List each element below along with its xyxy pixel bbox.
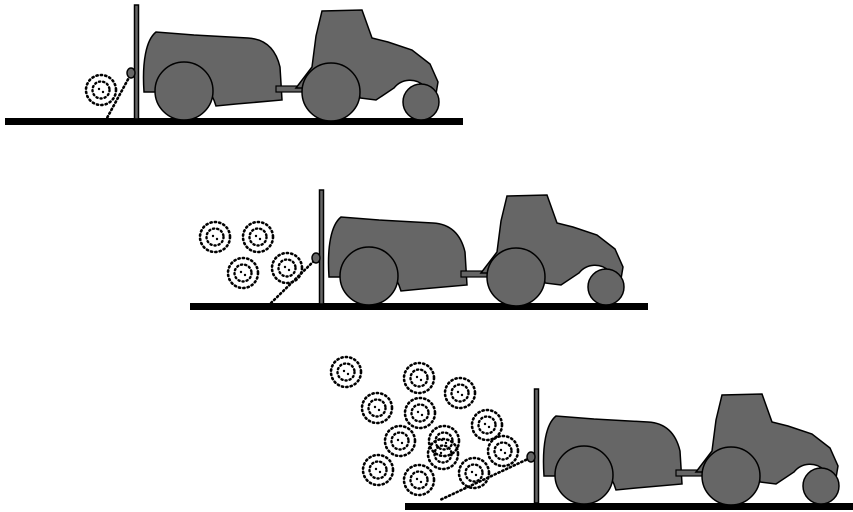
tractor-icon xyxy=(312,190,624,306)
droplet-cloud-icon xyxy=(445,378,475,408)
ground-line xyxy=(405,503,853,510)
droplet-cloud-icon xyxy=(362,393,392,423)
droplet-cloud-icon xyxy=(488,436,518,466)
droplet-cloud-icon xyxy=(272,253,302,283)
scene-1 xyxy=(5,5,463,125)
droplet-cloud-icon xyxy=(404,465,434,495)
tractor-icon xyxy=(127,5,439,121)
droplet-cloud-icon xyxy=(363,455,393,485)
droplet-cloud-icon xyxy=(404,363,434,393)
ground-line xyxy=(5,118,463,125)
droplet-cloud-icon xyxy=(228,258,258,288)
scene-2 xyxy=(190,190,648,310)
ground-line xyxy=(190,303,648,310)
droplet-cloud-icon xyxy=(86,75,116,105)
droplet-cloud-icon xyxy=(200,222,230,252)
droplet-cloud-icon xyxy=(429,426,459,456)
scene-3 xyxy=(331,357,853,510)
tractor-icon xyxy=(527,389,839,505)
droplet-cloud-icon xyxy=(331,357,361,387)
droplet-cloud-icon xyxy=(472,410,502,440)
droplet-cloud-icon xyxy=(459,458,489,488)
droplet-cloud-icon xyxy=(405,398,435,428)
droplet-cloud-icon xyxy=(243,222,273,252)
droplet-cloud-icon xyxy=(385,426,415,456)
